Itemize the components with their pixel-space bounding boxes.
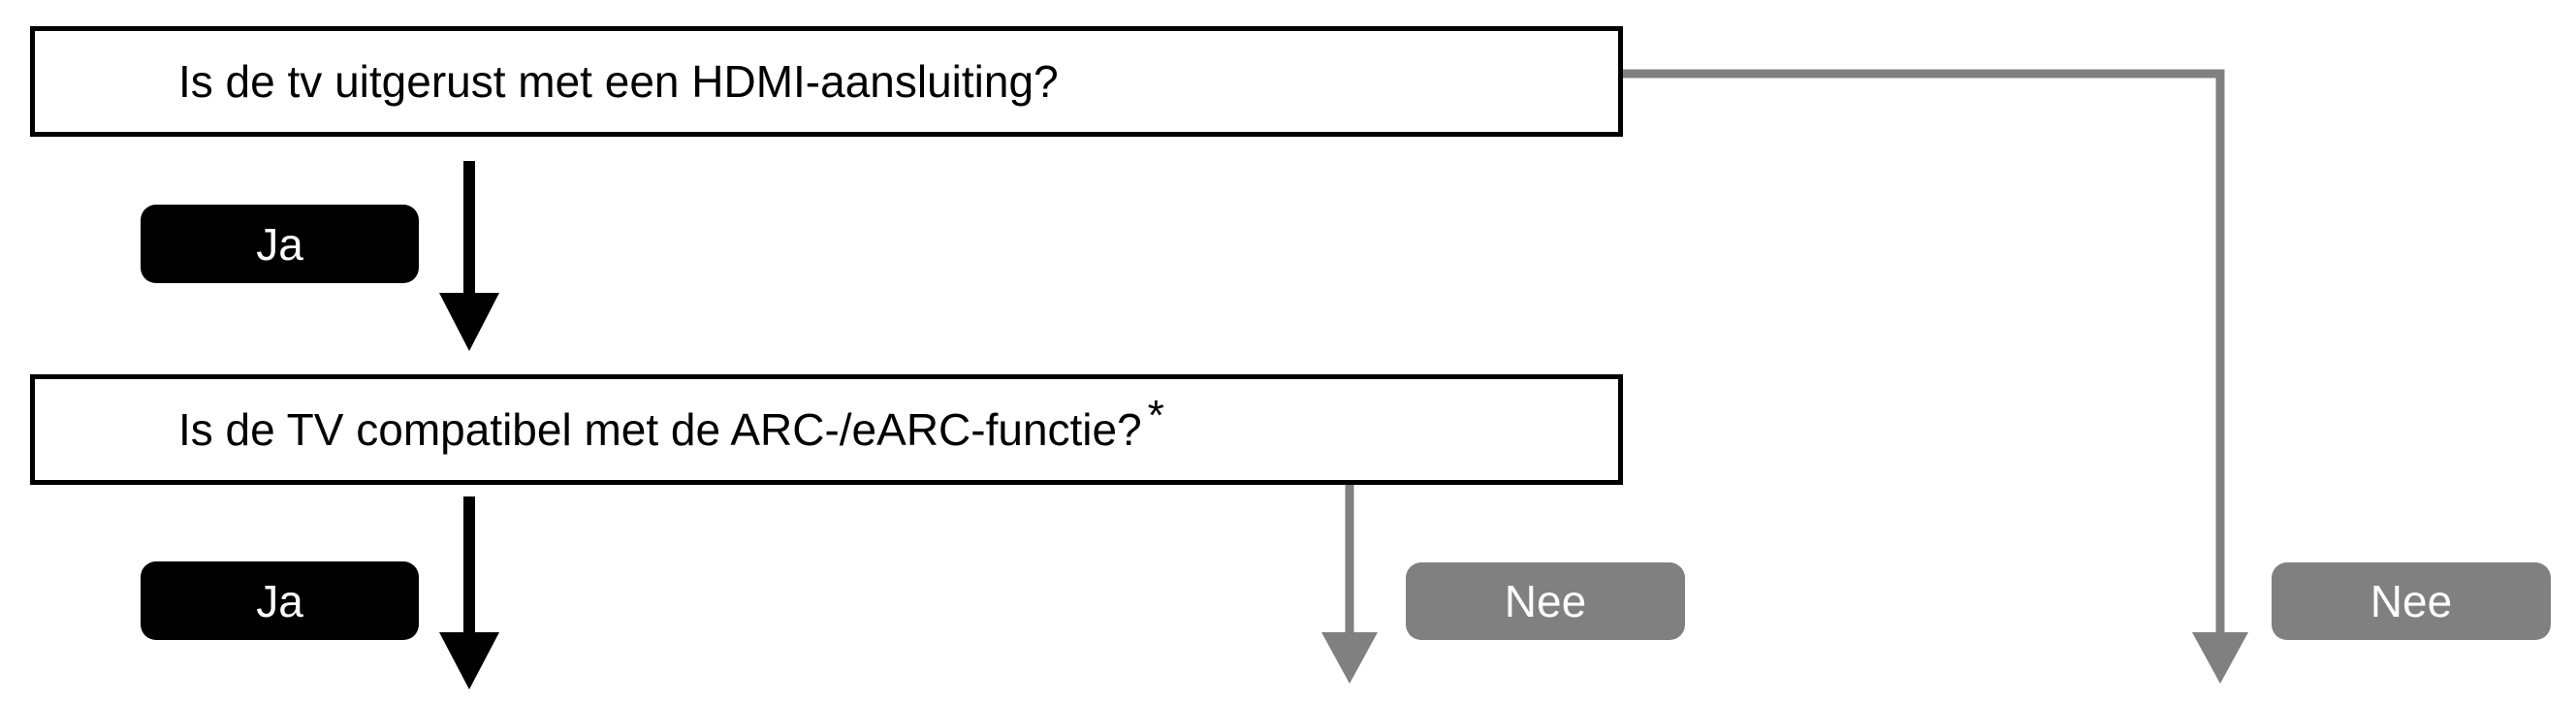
answer-no-pill-1: Nee — [1406, 562, 1685, 640]
footnote-asterisk: * — [1147, 392, 1164, 439]
answer-no-pill-2: Nee — [2272, 562, 2551, 640]
question-box-arc: Is de TV compatibel met de ARC-/eARC-fun… — [30, 374, 1623, 485]
yes-arrow-2-head — [439, 632, 499, 689]
answer-no-label-1: Nee — [1504, 576, 1587, 626]
answer-yes-label-1: Ja — [256, 218, 303, 270]
no-arrow-2-path — [1623, 69, 2225, 652]
answer-yes-pill-2: Ja — [141, 561, 419, 640]
yes-arrow-1-head — [439, 293, 499, 351]
answer-yes-pill-1: Ja — [141, 205, 419, 283]
question-text-hdmi: Is de tv uitgerust met een HDMI-aansluit… — [178, 56, 1059, 107]
no-arrow-1-head — [1321, 632, 1378, 684]
no-arrow-2-head — [2192, 632, 2248, 684]
question-text-arc: Is de TV compatibel met de ARC-/eARC-fun… — [178, 404, 1142, 455]
answer-yes-label-2: Ja — [256, 575, 303, 626]
question-box-hdmi: Is de tv uitgerust met een HDMI-aansluit… — [30, 26, 1623, 137]
answer-no-label-2: Nee — [2369, 576, 2453, 626]
